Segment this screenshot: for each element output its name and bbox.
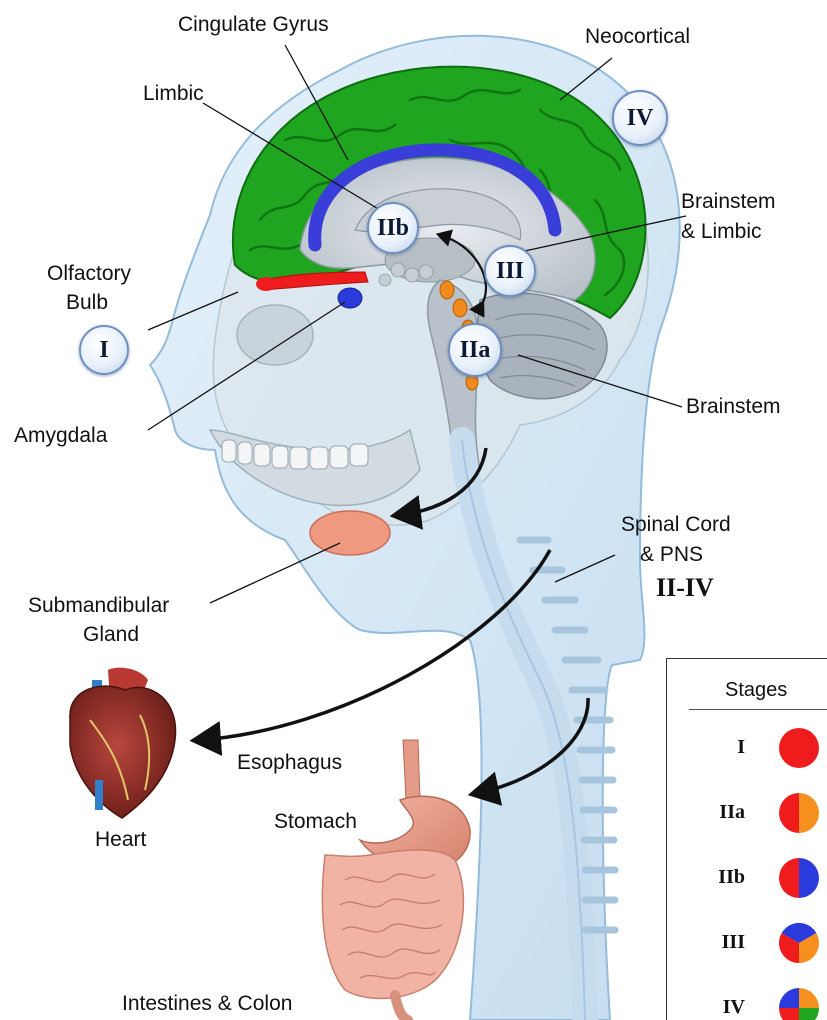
legend-pie-slice — [779, 1008, 799, 1020]
label-stomach: Stomach — [274, 810, 357, 834]
label-spinal-cord-line2: & PNS — [640, 543, 703, 567]
label-intestines: Intestines & Colon — [122, 992, 292, 1016]
label-neocortical: Neocortical — [585, 25, 690, 49]
heart-organ — [70, 668, 176, 818]
label-submandibular-line2: Gland — [83, 623, 139, 647]
label-spinal-cord-stages: II-IV — [656, 573, 714, 603]
legend-stage-label: I — [737, 736, 745, 759]
legend-pie-slice — [779, 858, 799, 898]
label-esophagus: Esophagus — [237, 751, 342, 775]
legend-divider — [689, 709, 827, 710]
badge-stage-i: I — [79, 325, 129, 375]
badge-stage-iii: III — [484, 245, 536, 297]
legend-title: Stages — [725, 679, 787, 702]
legend-pie-slice — [799, 1008, 819, 1020]
legend-pie-slice — [779, 793, 799, 833]
badge-stage-iib: IIb — [367, 202, 419, 254]
legend-row: IIa — [667, 789, 827, 837]
label-spinal-cord-line1: Spinal Cord — [621, 513, 731, 537]
label-amygdala: Amygdala — [14, 424, 107, 448]
label-olfactory-line2: Bulb — [66, 291, 108, 315]
legend-stage-pie — [777, 921, 821, 965]
eye-orbit — [237, 305, 313, 365]
legend-stage-label: IV — [723, 996, 745, 1019]
label-brainstem: Brainstem — [686, 395, 781, 419]
legend-row: III — [667, 919, 827, 967]
badge-stage-iv: IV — [612, 90, 668, 146]
amygdala-region — [338, 288, 362, 308]
badge-stage-iia: IIa — [448, 323, 502, 377]
stages-legend: Stages I IIaIIbIII IV — [666, 658, 827, 1020]
legend-row: I — [667, 724, 827, 772]
label-heart: Heart — [95, 828, 146, 852]
label-brainstem-limbic-line2: & Limbic — [681, 220, 762, 244]
legend-pie-slice — [779, 728, 819, 768]
legend-pie-slice — [799, 988, 819, 1008]
legend-row: IIb — [667, 854, 827, 902]
legend-pie-slice — [799, 793, 819, 833]
legend-stage-pie — [777, 791, 821, 835]
submandibular-gland-region — [310, 511, 390, 555]
legend-stage-pie — [777, 856, 821, 900]
legend-row: IV — [667, 984, 827, 1020]
legend-pie-slice — [779, 988, 799, 1008]
legend-stage-label: IIa — [719, 801, 745, 824]
legend-stage-label: III — [722, 931, 745, 954]
label-cingulate-gyrus: Cingulate Gyrus — [178, 13, 329, 37]
legend-stage-pie — [777, 986, 821, 1020]
intestines-organ — [322, 850, 463, 1020]
legend-pie-slice — [799, 858, 819, 898]
label-submandibular-line1: Submandibular — [28, 594, 169, 618]
legend-stage-pie — [777, 726, 821, 770]
label-olfactory-line1: Olfactory — [47, 262, 131, 286]
legend-stage-label: IIb — [718, 866, 745, 889]
label-brainstem-limbic-line1: Brainstem — [681, 190, 776, 214]
label-limbic: Limbic — [143, 82, 204, 106]
